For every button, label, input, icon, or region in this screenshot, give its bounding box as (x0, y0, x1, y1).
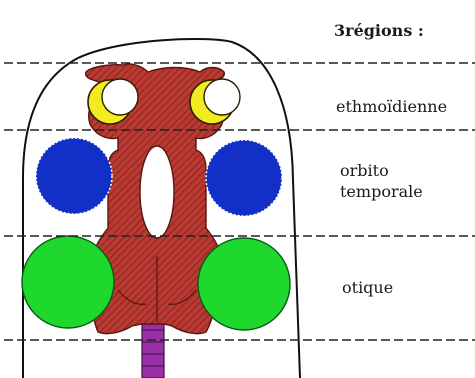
notochord (142, 318, 164, 378)
region-label-ethmoid: ethmoïdienne (336, 96, 447, 117)
region-label-otic: otique (342, 277, 393, 298)
central-fenestra (140, 146, 174, 238)
diagram-title: 3régions : (334, 20, 424, 41)
otic-capsule-right (198, 238, 290, 330)
nasal-capsule-right (190, 79, 240, 124)
otic-capsule-left (22, 236, 114, 328)
orbit-left (36, 138, 112, 214)
orbit-right (206, 140, 282, 216)
region-label-orbitotemporal: orbito temporale (340, 160, 423, 202)
